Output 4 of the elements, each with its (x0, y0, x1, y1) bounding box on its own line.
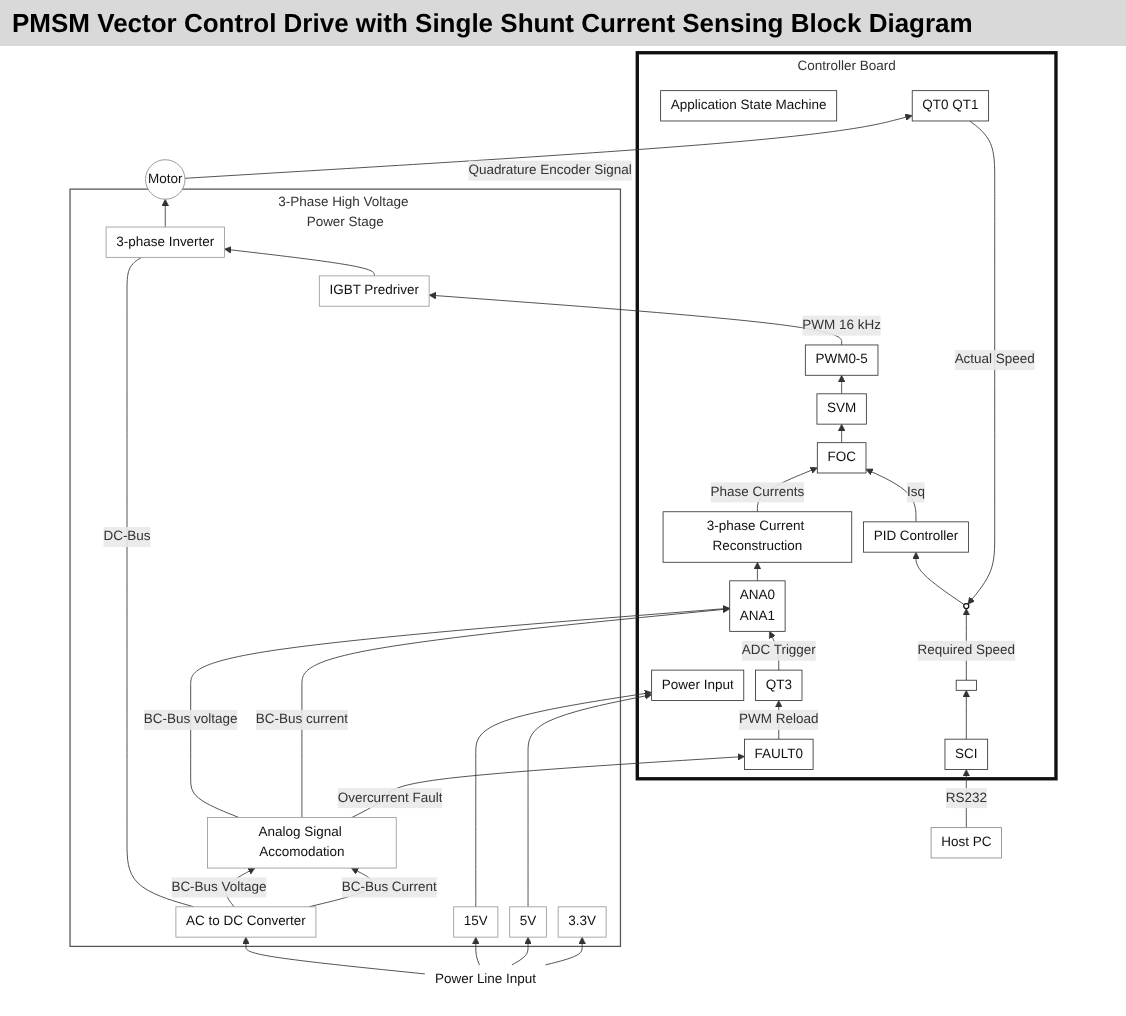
connector (126, 256, 195, 908)
diagram-title: PMSM Vector Control Drive with Single Shunt Current Sensing Block Diagram (0, 0, 1126, 46)
node-circle (963, 602, 970, 610)
node-box (955, 679, 977, 691)
